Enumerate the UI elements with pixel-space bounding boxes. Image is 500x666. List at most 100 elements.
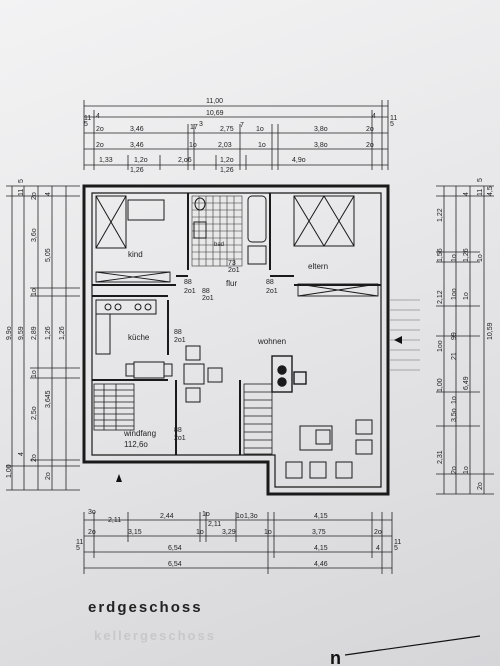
left-dimension-chains — [6, 185, 80, 491]
stairs-main — [243, 383, 273, 455]
top-inner: 10,69 — [206, 110, 224, 117]
svg-text:3,75: 3,75 — [312, 529, 326, 536]
svg-text:1o: 1o — [189, 142, 197, 149]
window-arrow-icon — [394, 336, 402, 344]
svg-text:2o: 2o — [366, 142, 374, 149]
svg-text:1oo: 1oo — [451, 288, 458, 300]
svg-text:3,6o: 3,6o — [31, 228, 38, 242]
svg-text:2,31: 2,31 — [437, 450, 444, 464]
svg-text:2o: 2o — [88, 529, 96, 536]
svg-text:21: 21 — [451, 352, 458, 360]
svg-text:2o: 2o — [366, 126, 374, 133]
stairs-windfang — [93, 383, 135, 431]
svg-text:1,00: 1,00 — [437, 378, 444, 392]
svg-text:4: 4 — [463, 192, 470, 196]
svg-text:4,5: 4,5 — [487, 186, 494, 196]
svg-text:2,11: 2,11 — [208, 521, 221, 528]
svg-text:1o: 1o — [451, 254, 458, 262]
svg-text:5: 5 — [76, 545, 80, 552]
svg-text:73: 73 — [228, 260, 236, 267]
svg-text:11: 11 — [76, 539, 83, 546]
svg-text:4,15: 4,15 — [314, 545, 328, 552]
svg-text:99: 99 — [451, 332, 458, 340]
svg-text:1o: 1o — [258, 142, 266, 149]
svg-text:1,26: 1,26 — [463, 248, 470, 262]
kitchen-counter — [95, 299, 157, 355]
svg-text:9,9o: 9,9o — [6, 326, 13, 340]
svg-text:1o: 1o — [463, 292, 470, 300]
svg-text:2o: 2o — [451, 466, 458, 474]
right-dimension-chains — [436, 185, 494, 495]
top-mark-a: 11 — [84, 115, 91, 122]
svg-text:4: 4 — [18, 452, 25, 456]
svg-text:2,89: 2,89 — [31, 326, 38, 340]
svg-text:11: 11 — [18, 189, 25, 196]
svg-text:2o1: 2o1 — [266, 288, 278, 295]
svg-text:88: 88 — [174, 427, 182, 434]
top-end-right: 4 — [372, 113, 376, 120]
svg-text:2o: 2o — [31, 454, 38, 462]
svg-text:2o: 2o — [374, 529, 382, 536]
svg-text:2,12: 2,12 — [437, 290, 444, 304]
svg-text:2,44: 2,44 — [160, 513, 174, 520]
terrace-hatch — [390, 299, 420, 371]
plan-title: erdgeschoss — [88, 599, 203, 616]
svg-text:1,2o: 1,2o — [220, 157, 234, 164]
svg-text:3,46: 3,46 — [130, 126, 144, 133]
top-end-left: 4 — [96, 113, 100, 120]
svg-text:1o: 1o — [236, 513, 244, 520]
svg-text:5: 5 — [477, 178, 484, 182]
bed-eltern — [293, 195, 355, 247]
entry-arrow-icon — [116, 474, 122, 482]
outer-walls — [82, 184, 390, 496]
svg-text:6,54: 6,54 — [168, 561, 182, 568]
svg-text:1o: 1o — [31, 370, 38, 378]
kitchen-table — [125, 361, 173, 379]
svg-text:2,11: 2,11 — [108, 517, 121, 524]
room-windfang: windfang — [123, 429, 156, 438]
bottom-dimension-chains — [83, 512, 393, 574]
svg-text:1,33: 1,33 — [99, 157, 113, 164]
svg-text:10,59: 10,59 — [487, 322, 494, 340]
svg-text:4: 4 — [45, 192, 52, 196]
ghost-title: kellergeschoss — [94, 628, 216, 643]
svg-text:2o1: 2o1 — [174, 435, 186, 442]
svg-text:6,54: 6,54 — [168, 545, 182, 552]
svg-text:3,46: 3,46 — [130, 142, 144, 149]
room-eltern: eltern — [308, 262, 328, 271]
svg-text:2,75: 2,75 — [220, 126, 234, 133]
svg-text:5: 5 — [18, 179, 25, 183]
svg-text:2o: 2o — [96, 142, 104, 149]
right-dimension-labels: 10,59 4,5 1,22 1,56 1o 1,26 1o 2,12 1oo … — [437, 178, 494, 490]
svg-text:2o1: 2o1 — [174, 337, 186, 344]
top-dimension-labels: 11 5 4 11,00 10,69 4 11 5 2o 3,46 17 3 2… — [84, 98, 397, 174]
room-kind: kind — [128, 250, 143, 259]
svg-text:1o: 1o — [477, 254, 484, 262]
svg-text:1o: 1o — [264, 529, 272, 536]
svg-text:1,56: 1,56 — [437, 248, 444, 262]
svg-text:2o1: 2o1 — [184, 288, 196, 295]
svg-text:1,00: 1,00 — [6, 464, 13, 478]
wardrobes — [95, 271, 379, 297]
svg-text:88: 88 — [174, 329, 182, 336]
top-mark-c: 11 — [390, 115, 397, 122]
bathroom-tiles — [191, 195, 243, 267]
svg-text:3: 3 — [199, 121, 203, 128]
corner-line — [344, 635, 481, 656]
svg-text:6,49: 6,49 — [463, 376, 470, 390]
svg-text:5: 5 — [394, 545, 398, 552]
svg-text:88: 88 — [184, 279, 192, 286]
svg-text:4,15: 4,15 — [314, 513, 328, 520]
svg-text:9,59: 9,59 — [18, 326, 25, 340]
svg-text:1,26: 1,26 — [45, 326, 52, 340]
bottom-dimension-labels: 3o 2,11 2,44 1o 2,11 1o 1,3o 4,15 2o 3,1… — [76, 509, 401, 568]
svg-text:88: 88 — [266, 279, 274, 286]
svg-text:3,645: 3,645 — [45, 390, 52, 408]
left-dimension-labels: 9,9o 9,59 5,05 3,6o 1o 2,89 1,26 1,26 3,… — [6, 179, 66, 480]
svg-text:2,5o: 2,5o — [31, 406, 38, 420]
bed-kind — [95, 195, 165, 249]
svg-text:3o: 3o — [88, 509, 96, 516]
svg-text:3,29: 3,29 — [222, 529, 236, 536]
svg-text:4,9o: 4,9o — [292, 157, 306, 164]
